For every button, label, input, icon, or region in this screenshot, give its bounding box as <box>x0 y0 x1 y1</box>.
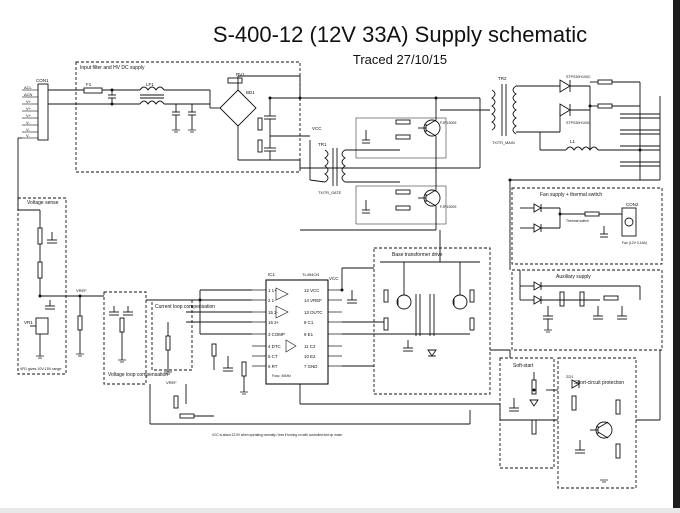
label-aux-supply: Auxiliary supply <box>556 274 591 280</box>
block-voltage-sense <box>17 197 67 375</box>
label-diode-2: STPS30H100C <box>566 121 591 125</box>
fan-icon <box>624 217 634 227</box>
label-ic1: IC1 <box>268 272 276 277</box>
label-diode-1: STPS30H100C <box>566 75 591 79</box>
label-vcc-1: VCC <box>312 126 322 131</box>
con1-pin-6: V- <box>26 120 30 125</box>
block-voltage-loop <box>103 291 147 385</box>
label-bd1: BD1 <box>246 90 255 95</box>
right-frame-edge <box>673 0 680 513</box>
block-aux-supply <box>511 269 663 351</box>
label-con2: CON2 <box>626 202 639 207</box>
ic-pin-left-8: 6 RT <box>268 364 278 369</box>
con1-pin-7: V- <box>26 127 30 132</box>
ic-pin-right-8: 7 GND <box>304 364 317 369</box>
transformer-tr1 <box>324 148 346 186</box>
block-input-filter <box>75 61 301 173</box>
label-l1: L1 <box>570 139 576 144</box>
ic-pin-left-3: 15 2- <box>268 310 279 315</box>
label-con1: CON1 <box>36 78 49 83</box>
label-voltage-sense-note: VR1 gives 10V-15V range <box>20 367 61 371</box>
label-vcc-2: VCC <box>329 276 339 281</box>
label-vref-2: VREF <box>166 380 177 385</box>
ic-pin-left-1: 1 1+ <box>268 288 277 293</box>
con1-pin-3: V+ <box>26 99 32 104</box>
ic-pin-right-2: 14 VREF <box>304 298 322 303</box>
schematic-subtitle: Traced 27/10/15 <box>352 52 448 67</box>
label-base-drive: Base transformer drive <box>392 252 443 258</box>
ic-pin-right-6: 11 C2 <box>304 344 316 349</box>
transformer-tr2 <box>491 84 517 136</box>
label-fosc: Fosc: 40kHz <box>272 374 291 378</box>
label-q2: FJP13009 <box>440 205 456 209</box>
label-voltage-sense: Voltage sense <box>27 200 59 206</box>
label-tr2: TR2 <box>498 76 507 81</box>
label-tr1-name: TX/TR_GATE <box>318 191 342 195</box>
ic-pin-right-4: 8 C1 <box>304 320 314 325</box>
block-current-loop <box>151 299 193 371</box>
ic-pin-right-3: 13 OUTC <box>304 310 323 315</box>
block-base-drive <box>373 247 491 395</box>
ic-pin-left-2: 2 1- <box>268 298 276 303</box>
diode-output-2 <box>559 103 571 117</box>
block-soft-start <box>499 357 555 469</box>
label-rv1: RV1 <box>236 72 245 77</box>
block-fan-supply <box>511 187 663 265</box>
label-zd1: ZD1 <box>566 374 574 379</box>
label-vref-1: VREF <box>76 288 87 293</box>
potentiometer-vr1 <box>35 317 49 335</box>
ic-pin-right-1: 12 VCC <box>304 288 319 293</box>
ic-pin-left-6: 4 DTC <box>268 344 281 349</box>
con1-pin-4: V+ <box>26 106 32 111</box>
connector-con1 <box>37 83 49 141</box>
label-f1: F1 <box>86 82 92 87</box>
label-short-circuit: Short-circuit protection <box>574 380 624 386</box>
label-vcc-note: VCC is about 22.5V when operating normal… <box>212 433 342 437</box>
label-voltage-loop: Voltage loop compensation <box>108 372 168 378</box>
label-tr1: TR1 <box>318 142 327 147</box>
choke-lf1 <box>139 86 165 91</box>
label-soft-start: Soft-start <box>513 363 534 369</box>
ic-pin-left-5: 3 COMP <box>268 332 285 337</box>
fuse-f1 <box>83 87 103 94</box>
con1-pin-5: V+ <box>26 113 32 118</box>
connector-con2 <box>621 207 637 237</box>
schematic-title: S-400-12 (12V 33A) Supply schematic <box>212 22 588 47</box>
ic-pin-left-4: 16 2+ <box>268 320 280 325</box>
diode-output-1 <box>559 79 571 93</box>
ic-pin-right-5: 9 E1 <box>304 332 314 337</box>
inductor-l1 <box>565 146 599 151</box>
ic-pin-right-7: 10 E2 <box>304 354 316 359</box>
label-current-loop: Current loop compensation <box>155 304 215 310</box>
label-input-filter: Input filter and HV DC supply <box>80 65 145 71</box>
bridge-rectifier-bd1 <box>219 89 257 127</box>
con1-pin-2: ACN <box>24 92 33 97</box>
label-fan: Fan (12V 0.15A) <box>622 241 647 245</box>
con1-pin-8: V- <box>26 133 30 138</box>
ic-pin-left-7: 5 CT <box>268 354 278 359</box>
block-short-circuit <box>557 357 637 489</box>
ic-tl494 <box>265 279 329 385</box>
bottom-frame-edge <box>0 508 680 513</box>
label-ic1-part: TL494CN <box>302 272 319 277</box>
con1-pin-1: ACL <box>24 85 33 90</box>
label-q1: FJP13009 <box>440 121 456 125</box>
label-fan-supply: Fan supply + thermal switch <box>540 192 602 198</box>
label-lf1: LF1 <box>146 82 154 87</box>
label-vr1: VR1 <box>24 320 33 325</box>
label-thermal-switch: Thermal switch <box>566 219 589 223</box>
label-tr2-name: TX/TR_MAIN <box>492 141 515 145</box>
zener-zd1 <box>571 379 580 389</box>
